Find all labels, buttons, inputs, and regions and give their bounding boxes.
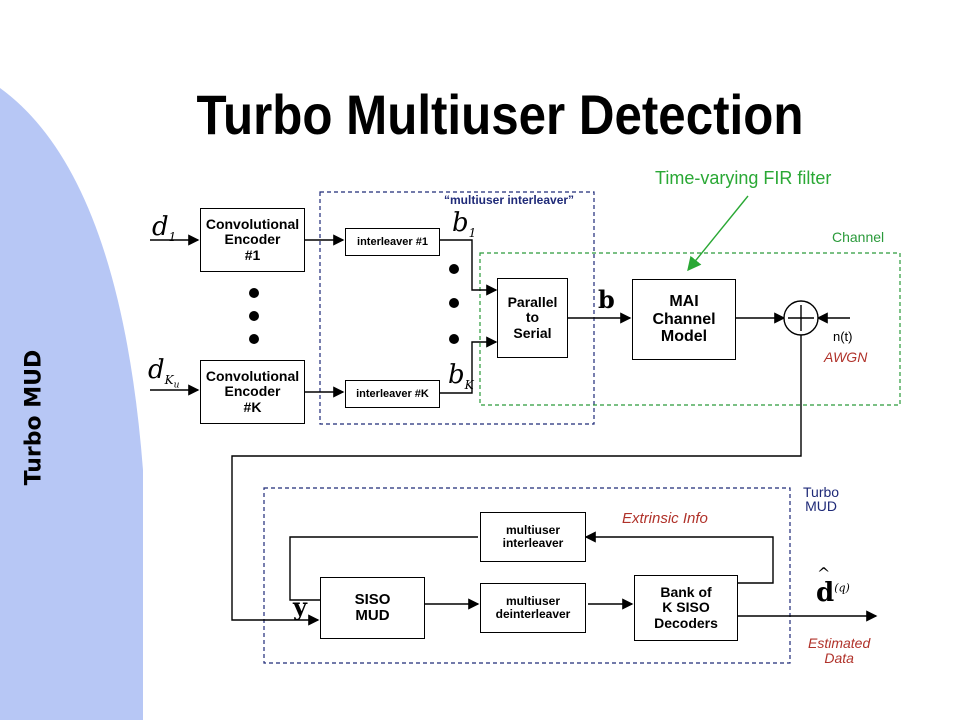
estimate-symbol: ^d(q) [816,564,850,608]
annotation-arrow [687,195,749,272]
channel-region [479,252,901,406]
ellipsis-dot [249,311,259,321]
ellipsis-dot [449,334,459,344]
noise-label: n(t) [833,329,853,344]
b1-label: b1 [452,208,477,241]
y-vector: y [293,592,307,621]
turbo-mud-region [263,487,791,664]
signal-lines [150,234,878,626]
b-vector: b [598,285,615,314]
adder [783,300,819,336]
interleaver-1: interleaver #1 [345,228,440,256]
region-outlines [263,191,901,664]
input-dk: dKu [148,355,180,391]
interleaver-k: interleaver #K [345,380,440,408]
ellipsis-dot [249,288,259,298]
multiuser-interleaver-label: “multiuser interleaver” [444,193,575,207]
input-d1: d1 [152,212,177,245]
hat-mark: ^ [817,564,831,583]
awgn-label: AWGN [824,349,868,365]
ellipsis-dot [249,334,259,344]
extrinsic-info-label: Extrinsic Info [622,510,708,527]
channel-label: Channel [832,229,885,245]
page-title: Turbo Multiuser Detection [196,83,804,146]
fir-filter-annotation: Time-varying FIR filter [655,168,832,188]
ellipsis-dot [449,264,459,274]
multiuser-interleaver-region [319,191,595,425]
bk-label: bK [448,360,474,393]
ellipsis-dot [449,298,459,308]
